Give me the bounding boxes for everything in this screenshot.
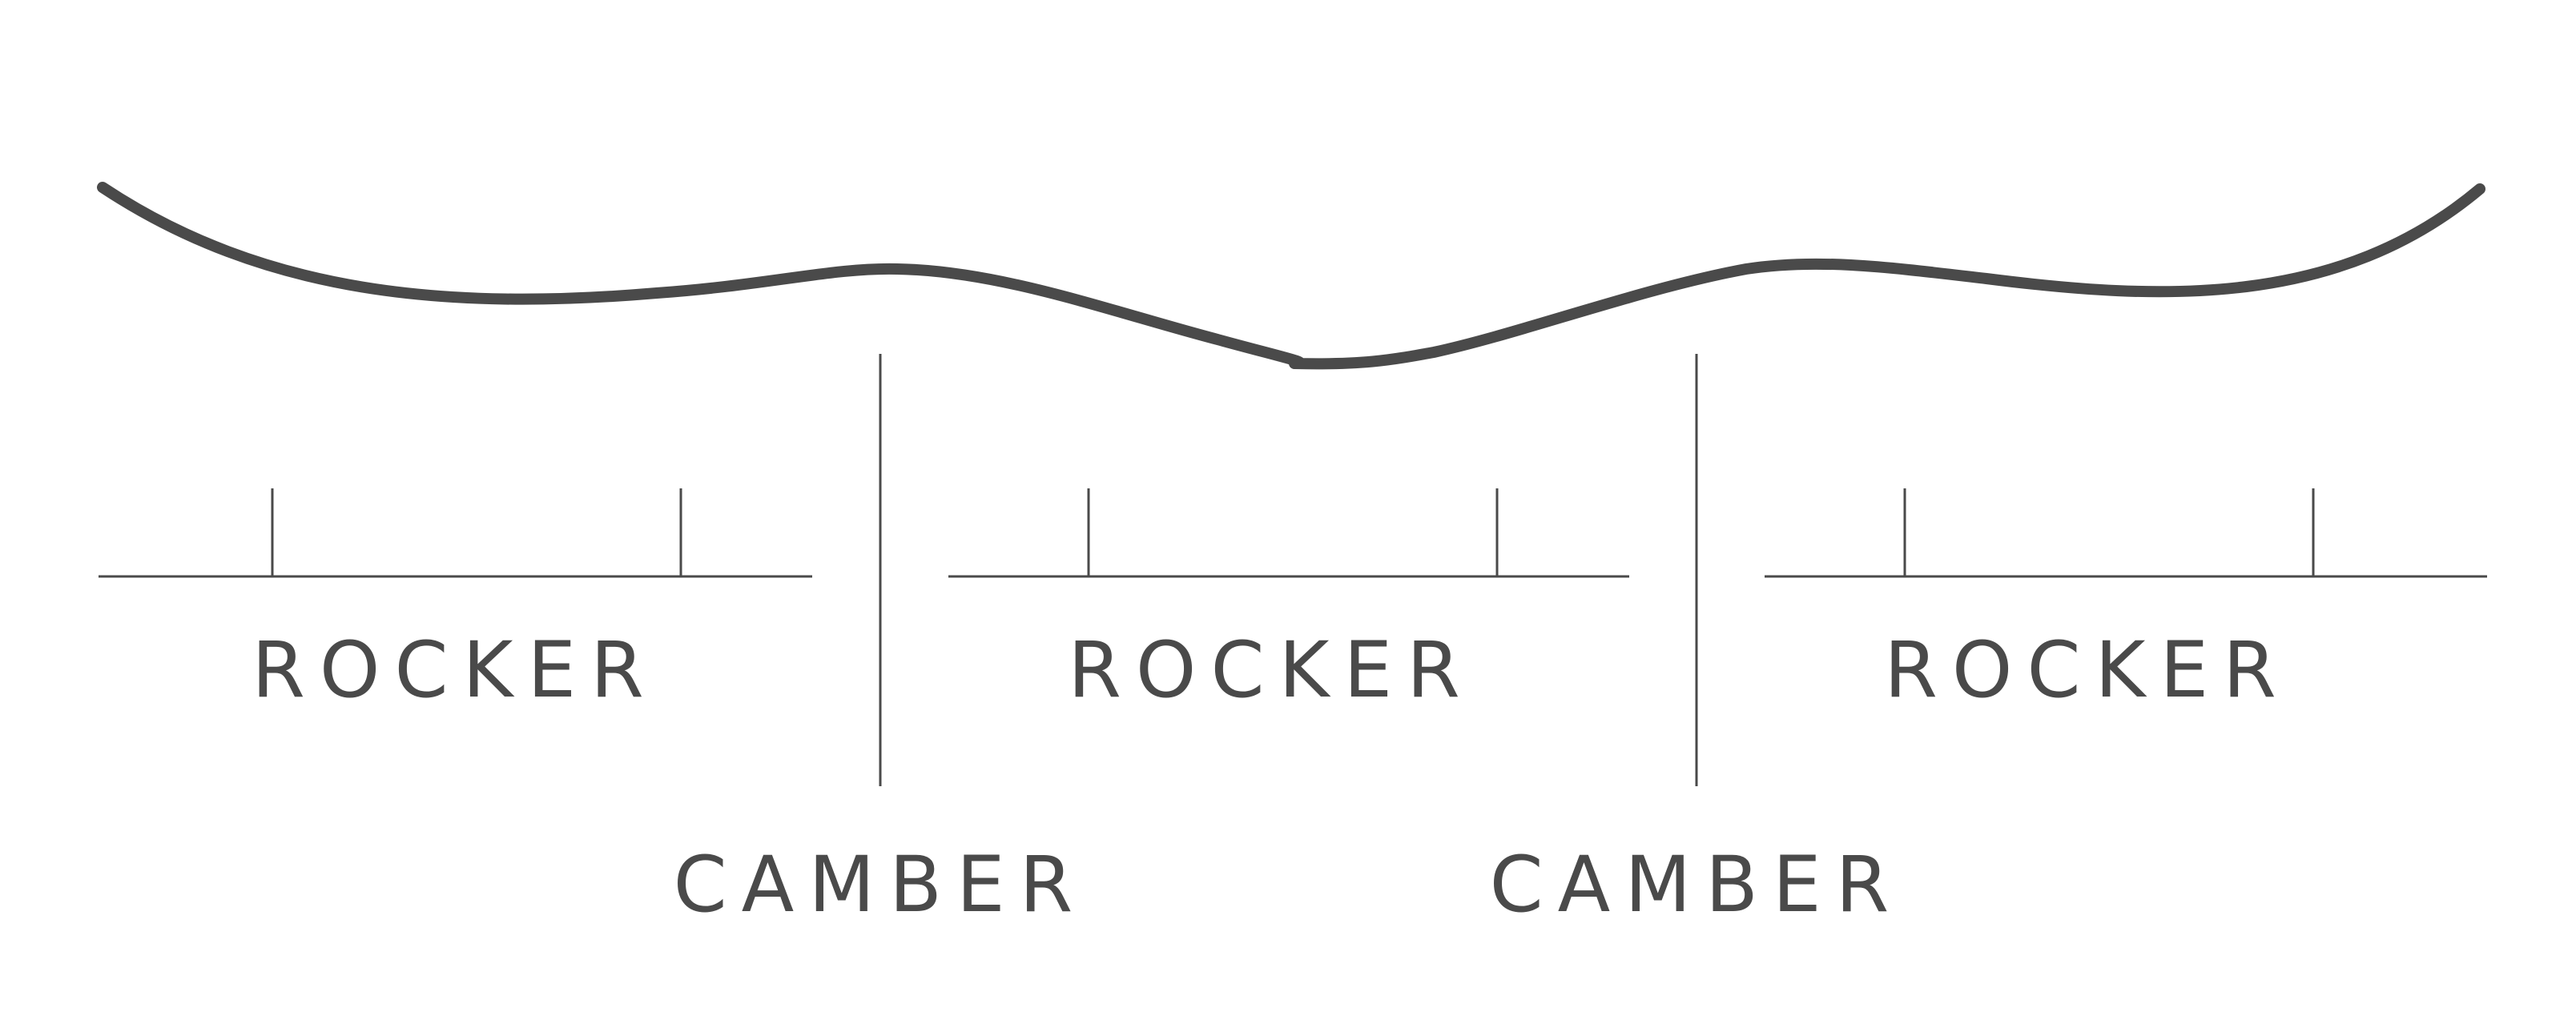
board-profile-curve <box>97 182 2485 370</box>
label-camber-right: CAMBER <box>1490 840 1904 930</box>
label-rocker-center: ROCKER <box>1068 625 1475 715</box>
ruler-right <box>1765 488 2487 578</box>
label-rocker-left: ROCKER <box>252 625 658 715</box>
ruler-center <box>948 488 1629 578</box>
ruler-left <box>99 488 812 578</box>
label-camber-left: CAMBER <box>674 840 1088 930</box>
label-rocker-right: ROCKER <box>1884 625 2291 715</box>
